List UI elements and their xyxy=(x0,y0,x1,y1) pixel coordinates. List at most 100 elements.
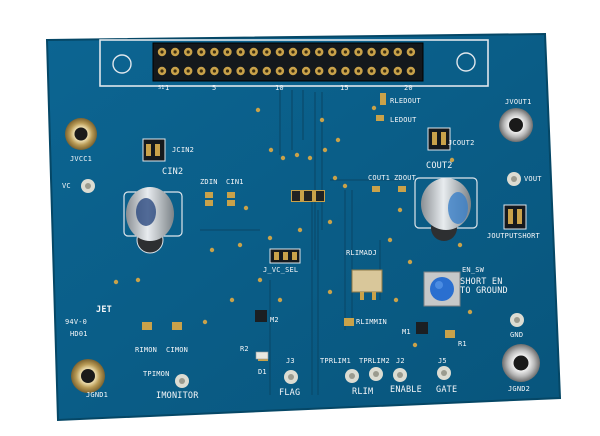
label-j-vc-sel: J_VC_SEL xyxy=(263,266,299,274)
label-gnd: GND xyxy=(510,331,524,339)
header-pin-hole xyxy=(409,69,413,73)
via xyxy=(113,279,119,285)
header-pin-hole xyxy=(370,50,374,54)
tprlim1-testpoint xyxy=(345,369,359,383)
vc-testpoint xyxy=(81,179,95,193)
label-rimon: RIMON xyxy=(135,346,158,354)
label-header-side: S1 xyxy=(158,85,165,91)
enable-testpoint xyxy=(393,368,407,382)
cin2-capacitor xyxy=(123,187,183,254)
via xyxy=(327,219,333,225)
via xyxy=(342,183,348,189)
label-r2: R2 xyxy=(240,345,249,353)
header-pin-hole xyxy=(225,50,230,54)
header-outline xyxy=(99,39,489,87)
header-pin-hole xyxy=(212,69,216,73)
m2-transistor xyxy=(255,310,267,322)
rlimadj-potentiometer[interactable] xyxy=(351,269,383,300)
via xyxy=(407,259,413,265)
en-sw-button[interactable] xyxy=(423,271,461,307)
via xyxy=(135,277,141,283)
via xyxy=(243,205,249,211)
label-imonitor: IMONITOR xyxy=(156,391,199,401)
header-pin-hole xyxy=(383,69,387,73)
label-en-sw: EN_SW xyxy=(462,266,485,274)
via xyxy=(229,297,235,303)
label-enable: ENABLE xyxy=(390,385,422,395)
header-pin-hole xyxy=(409,50,413,54)
via xyxy=(327,289,333,295)
via xyxy=(294,152,300,158)
jgnd2-terminal xyxy=(502,344,540,382)
jvout1-terminal xyxy=(499,108,533,142)
label-j3: J3 xyxy=(286,357,295,365)
header-pin-hole xyxy=(199,50,203,54)
traces xyxy=(200,90,400,395)
tprlim2-testpoint xyxy=(369,367,383,381)
tpimon-testpoint xyxy=(175,374,189,388)
m1-transistor xyxy=(416,322,428,334)
label-zdin: ZDIN xyxy=(200,178,218,186)
label-rlimadj: RLIMADJ xyxy=(346,249,377,257)
label-j5: J5 xyxy=(438,357,447,365)
label-header-pin-5: 5 xyxy=(212,84,217,92)
vias xyxy=(113,105,473,348)
vout-testpoint xyxy=(507,172,521,186)
via xyxy=(397,207,403,213)
header-pin-hole xyxy=(225,69,230,73)
header-pin-hole xyxy=(304,50,308,54)
via xyxy=(322,147,328,153)
jcout2-jumper[interactable] xyxy=(427,127,451,151)
cout2-capacitor xyxy=(414,177,478,241)
header-pin-hole xyxy=(356,69,361,73)
via xyxy=(257,277,263,283)
header-pin-hole xyxy=(396,50,400,54)
gnd-testpoint xyxy=(510,313,524,327)
header-pin-hole xyxy=(291,69,295,73)
label-rlimmin: RLIMMIN xyxy=(356,318,387,326)
header-pin-hole xyxy=(317,50,321,54)
via xyxy=(277,297,283,303)
header-pin-hole xyxy=(343,50,347,54)
label-cin2: CIN2 xyxy=(162,167,184,177)
label-j2: J2 xyxy=(396,357,405,365)
via xyxy=(209,247,215,253)
label-r1: R1 xyxy=(458,340,467,348)
header-pin-hole xyxy=(252,50,256,54)
header-pin-hole xyxy=(239,50,243,54)
jvcc1-terminal xyxy=(65,118,97,150)
flag-testpoint xyxy=(284,370,298,384)
via xyxy=(307,155,313,161)
label-m1: M1 xyxy=(402,328,411,336)
label-rlim: RLIM xyxy=(352,387,374,397)
label-tprlim1: TPRLIM1 xyxy=(320,357,351,365)
header-pin-hole xyxy=(370,69,374,73)
header-pin-hole xyxy=(199,69,203,73)
label-gate: GATE xyxy=(436,385,458,395)
header-pin-hole xyxy=(265,50,269,54)
label-hd01: HD01 xyxy=(70,330,88,338)
label-jet: JET xyxy=(96,305,112,315)
label-vout: VOUT xyxy=(524,175,542,183)
label-jcin2: JCIN2 xyxy=(172,146,195,154)
label-joutputshort: JOUTPUTSHORT xyxy=(487,232,540,240)
header-pin-hole xyxy=(304,69,308,73)
header-pin-hole xyxy=(160,69,164,73)
label-header-pin-10: 10 xyxy=(275,84,284,92)
label-flag: FLAG xyxy=(279,388,301,398)
header-pin-hole xyxy=(186,69,190,73)
label-header-pin-20: 20 xyxy=(404,84,413,92)
via xyxy=(297,227,303,233)
via xyxy=(319,117,325,123)
header-pin-hole xyxy=(291,50,295,54)
via xyxy=(412,342,418,348)
header-pin-hole xyxy=(252,69,256,73)
label-jgnd2: JGND2 xyxy=(508,385,531,393)
joutputshort-jumper[interactable] xyxy=(503,204,527,230)
label-short-en: SHORT EN xyxy=(460,277,503,287)
label-94v0: 94V-0 xyxy=(65,318,88,326)
d1-led xyxy=(255,351,269,360)
jgnd1-terminal xyxy=(71,359,105,393)
header-pin-hole xyxy=(186,50,190,54)
